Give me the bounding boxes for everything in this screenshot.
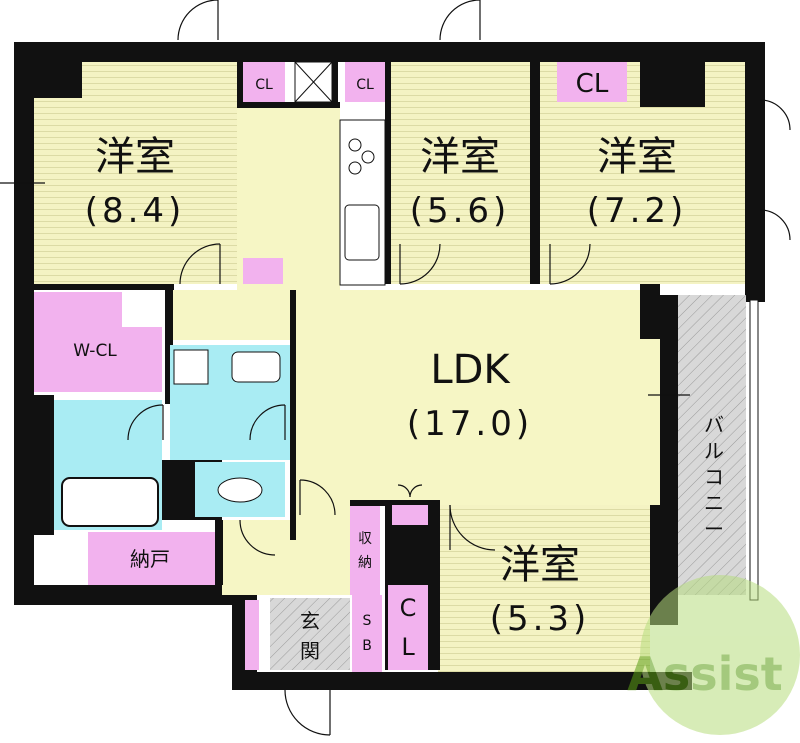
hall bbox=[222, 520, 350, 595]
washer bbox=[173, 349, 209, 385]
walk-in-closet-label: W-CL bbox=[73, 341, 117, 361]
closet-3 bbox=[557, 62, 627, 102]
shuno-closet bbox=[350, 506, 380, 595]
kitchen-sink bbox=[344, 204, 380, 261]
closet-1 bbox=[243, 62, 285, 102]
closet-2 bbox=[345, 62, 385, 102]
bathtub bbox=[61, 477, 159, 527]
stove-burner-1 bbox=[348, 138, 362, 152]
storage-room bbox=[88, 532, 215, 585]
room-5.6-size: (5.6) bbox=[410, 191, 511, 231]
room-5.6 bbox=[388, 62, 530, 284]
sb-label-1: S bbox=[363, 613, 372, 629]
ldk-size: (17.0) bbox=[407, 404, 533, 444]
entrance bbox=[270, 598, 350, 670]
closet-4 bbox=[388, 585, 428, 670]
toilet-bowl bbox=[217, 477, 263, 503]
room-8.4-name: 洋室 bbox=[95, 134, 175, 180]
room-8.4-size: (8.4) bbox=[85, 191, 186, 231]
room-7.2-size: (7.2) bbox=[587, 191, 688, 231]
sb-label-2: B bbox=[362, 638, 372, 654]
closet-4-label-c: C bbox=[400, 594, 417, 622]
genkan-label-2: 関 bbox=[300, 639, 320, 663]
room-5.6-name: 洋室 bbox=[420, 134, 500, 180]
ldk-area bbox=[170, 290, 660, 540]
room-7.2 bbox=[540, 107, 745, 284]
closet-3-label: CL bbox=[576, 69, 609, 99]
assist-logo: Assist bbox=[627, 575, 800, 735]
stove-burner-2 bbox=[361, 150, 375, 164]
closet-2-label: CL bbox=[356, 77, 374, 93]
svg-text:バ: バ bbox=[704, 413, 724, 437]
balcony-label: バ ル コ ニ ー bbox=[704, 413, 724, 541]
stove-burner-3 bbox=[348, 161, 362, 175]
ldk-closet-door bbox=[392, 505, 428, 525]
closet-entry-strip bbox=[245, 600, 259, 670]
svg-text:ニ: ニ bbox=[704, 491, 724, 515]
room-5.3 bbox=[438, 505, 650, 672]
shuno-label-1: 収 bbox=[358, 531, 372, 547]
balcony bbox=[678, 295, 746, 595]
room-5.3-size: (5.3) bbox=[490, 599, 591, 639]
svg-text:ー: ー bbox=[704, 517, 724, 541]
storage-room-label: 納戸 bbox=[130, 547, 170, 571]
svg-text:ル: ル bbox=[704, 439, 724, 463]
shoe-box bbox=[352, 595, 382, 672]
closet-1-label: CL bbox=[255, 77, 273, 93]
shuno-label-2: 納 bbox=[358, 555, 372, 571]
room-7.2-name: 洋室 bbox=[597, 134, 677, 180]
room-5.3-name: 洋室 bbox=[500, 542, 580, 588]
sink bbox=[231, 351, 281, 383]
walls bbox=[14, 42, 765, 690]
svg-text:Assist: Assist bbox=[627, 647, 783, 701]
small-closet-kitchen bbox=[243, 258, 283, 284]
closet-4-label-l: L bbox=[401, 633, 415, 661]
genkan-label-1: 玄 bbox=[300, 609, 320, 633]
doors bbox=[0, 0, 791, 736]
svg-text:コ: コ bbox=[704, 465, 724, 489]
ldk-name: LDK bbox=[430, 347, 511, 393]
